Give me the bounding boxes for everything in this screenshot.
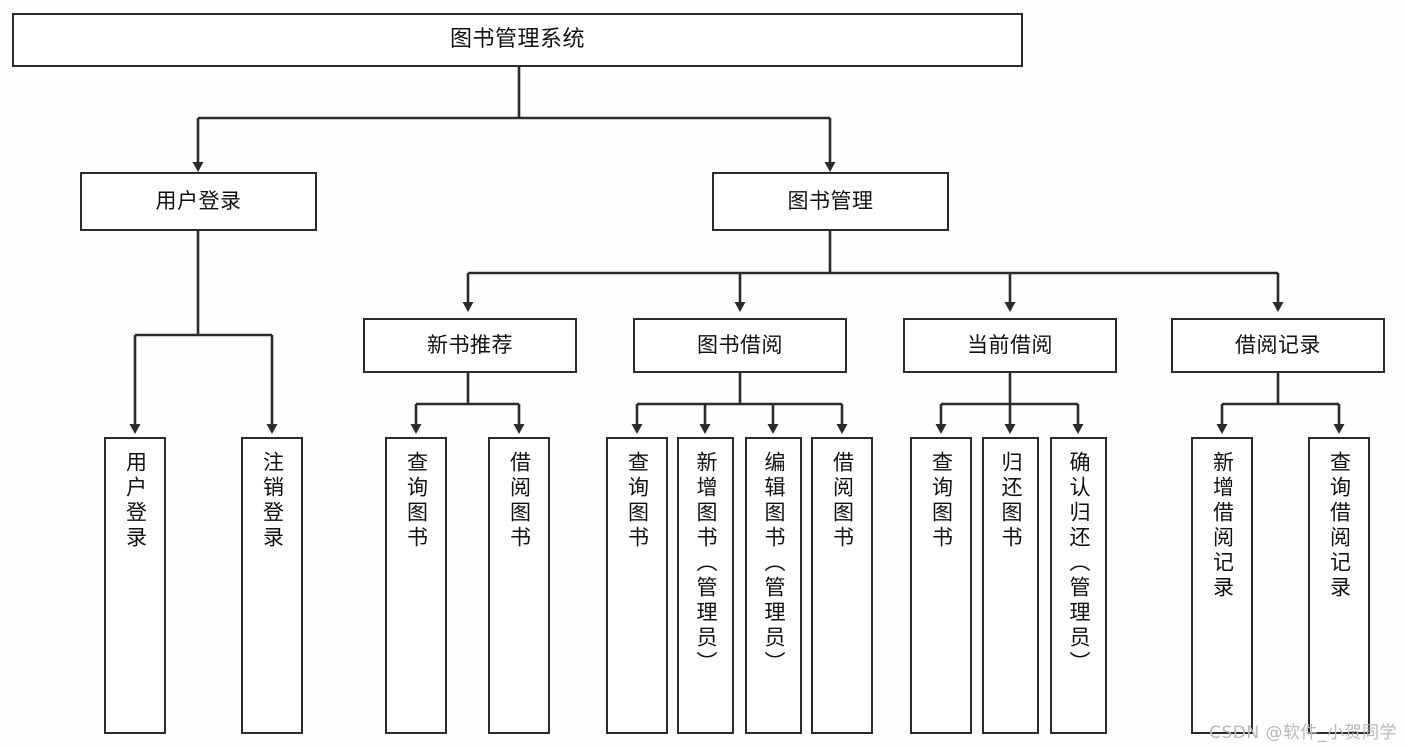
node-label: 注销登录 bbox=[260, 451, 285, 551]
leaf-book-borrow-borrow-book[interactable]: 借阅图书 bbox=[811, 437, 873, 734]
node-label: 用户登录 bbox=[123, 451, 148, 551]
node-label: 查询借阅记录 bbox=[1327, 451, 1352, 601]
node-user-login[interactable]: 用户登录 bbox=[80, 172, 317, 231]
node-label: 编辑图书（管理员） bbox=[762, 451, 786, 676]
node-book-management[interactable]: 图书管理 bbox=[712, 172, 949, 231]
node-label: 图书管理系统 bbox=[449, 27, 585, 53]
node-label: 确认归还（管理员） bbox=[1067, 451, 1091, 676]
node-label: 当前借阅 bbox=[967, 333, 1053, 358]
node-label: 查询图书 bbox=[404, 451, 429, 551]
node-label: 用户登录 bbox=[155, 189, 242, 214]
leaf-new-book-borrow-book[interactable]: 借阅图书 bbox=[488, 437, 550, 734]
node-label: 借阅记录 bbox=[1235, 333, 1321, 358]
node-label: 图书管理 bbox=[787, 189, 874, 214]
node-label: 归还图书 bbox=[999, 451, 1023, 551]
leaf-current-borrow-return-book[interactable]: 归还图书 bbox=[982, 437, 1039, 734]
node-new-book-recommend[interactable]: 新书推荐 bbox=[363, 318, 577, 373]
leaf-user-login-login[interactable]: 用户登录 bbox=[104, 437, 166, 734]
node-label: 查询图书 bbox=[625, 451, 650, 551]
node-label: 新增图书（管理员） bbox=[694, 451, 718, 676]
leaf-book-borrow-add-book-admin[interactable]: 新增图书（管理员） bbox=[677, 437, 734, 734]
node-label: 查询图书 bbox=[929, 451, 954, 551]
leaf-book-borrow-query-book[interactable]: 查询图书 bbox=[606, 437, 668, 734]
node-current-borrow[interactable]: 当前借阅 bbox=[903, 318, 1117, 373]
leaf-new-book-query-book[interactable]: 查询图书 bbox=[385, 437, 447, 734]
leaf-current-borrow-confirm-return-admin[interactable]: 确认归还（管理员） bbox=[1050, 437, 1107, 734]
leaf-book-borrow-edit-book-admin[interactable]: 编辑图书（管理员） bbox=[745, 437, 802, 734]
leaf-current-borrow-query-book[interactable]: 查询图书 bbox=[910, 437, 972, 734]
leaf-user-login-logout[interactable]: 注销登录 bbox=[241, 437, 303, 734]
node-book-borrow[interactable]: 图书借阅 bbox=[633, 318, 847, 373]
node-label: 借阅图书 bbox=[507, 451, 532, 551]
node-root-book-management-system[interactable]: 图书管理系统 bbox=[12, 13, 1023, 67]
node-label: 借阅图书 bbox=[830, 451, 855, 551]
watermark-text: CSDN @软件_小贺同学 bbox=[1209, 723, 1397, 743]
node-label: 图书借阅 bbox=[697, 333, 783, 358]
node-label: 新书推荐 bbox=[427, 333, 513, 358]
leaf-borrow-record-add-record[interactable]: 新增借阅记录 bbox=[1191, 437, 1253, 734]
leaf-borrow-record-query-record[interactable]: 查询借阅记录 bbox=[1308, 437, 1370, 734]
node-label: 新增借阅记录 bbox=[1210, 451, 1235, 601]
node-borrow-record[interactable]: 借阅记录 bbox=[1171, 318, 1385, 373]
